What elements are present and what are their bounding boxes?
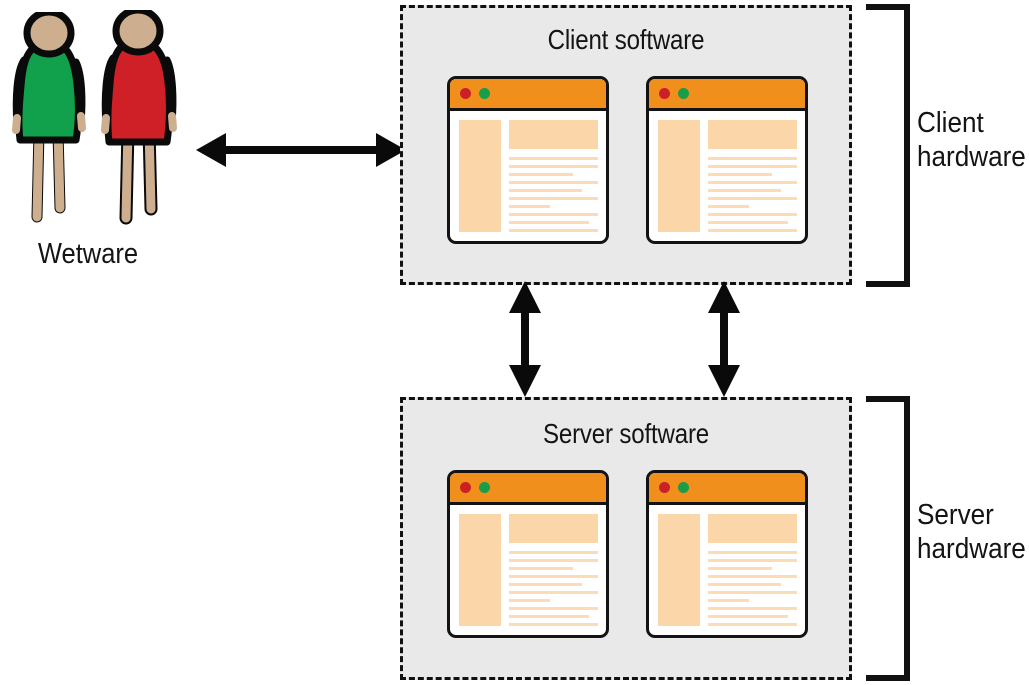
window-body: [450, 505, 606, 635]
window-sidebar-placeholder: [658, 514, 700, 626]
client-hardware-bracket: [866, 4, 910, 287]
window-hero-placeholder: [509, 120, 598, 149]
window-text-line: [708, 614, 789, 619]
window-text-line: [708, 212, 797, 217]
client-to-server-arrow-right: [708, 281, 740, 397]
maximize-dot-icon[interactable]: [678, 482, 689, 493]
window-body: [450, 111, 606, 241]
window-text-line: [509, 196, 598, 201]
window-text-line: [708, 228, 797, 232]
person-green-figure: [12, 12, 86, 223]
window-text-line: [509, 590, 598, 595]
window-text-line: [509, 220, 590, 225]
window-text-line: [509, 180, 598, 185]
window-text-line: [509, 212, 598, 217]
window-titlebar: [649, 79, 805, 111]
window-text-line: [509, 614, 590, 619]
window-text-line: [708, 622, 797, 626]
close-dot-icon[interactable]: [460, 88, 471, 99]
client-to-server-arrow-left: [509, 281, 541, 397]
window-text-line: [708, 566, 773, 571]
close-dot-icon[interactable]: [659, 88, 670, 99]
client-software-box: Client software: [400, 5, 852, 285]
client-window-2[interactable]: [646, 76, 808, 244]
window-text-lines: [708, 156, 797, 232]
wetware-label: Wetware: [37, 238, 139, 270]
server-hardware-label: Server hardware: [917, 499, 1026, 566]
window-text-line: [509, 598, 550, 603]
window-sidebar-placeholder: [459, 120, 501, 232]
maximize-dot-icon[interactable]: [479, 482, 490, 493]
window-sidebar-placeholder: [658, 120, 700, 232]
maximize-dot-icon[interactable]: [479, 88, 490, 99]
window-text-line: [509, 622, 598, 626]
window-text-line: [509, 574, 598, 579]
window-text-line: [708, 558, 797, 563]
client-software-title: Client software: [547, 24, 705, 55]
close-dot-icon[interactable]: [659, 482, 670, 493]
window-text-lines: [509, 156, 598, 232]
window-text-line: [509, 558, 598, 563]
window-text-line: [509, 156, 598, 161]
client-window-1[interactable]: [447, 76, 609, 244]
window-content-placeholder: [708, 514, 797, 626]
window-body: [649, 111, 805, 241]
window-hero-placeholder: [708, 514, 797, 543]
window-text-line: [509, 550, 598, 555]
window-text-lines: [708, 550, 797, 626]
window-text-line: [708, 204, 749, 209]
maximize-dot-icon[interactable]: [678, 88, 689, 99]
window-text-line: [708, 172, 773, 177]
window-text-line: [509, 606, 598, 611]
window-text-line: [509, 566, 574, 571]
window-text-line: [509, 228, 598, 232]
wetware-to-client-arrow: [196, 133, 406, 167]
client-hardware-label: Client hardware: [917, 107, 1026, 174]
window-content-placeholder: [509, 120, 598, 232]
server-window-1[interactable]: [447, 470, 609, 638]
server-hardware-bracket: [866, 396, 910, 681]
window-text-line: [509, 188, 582, 193]
window-text-lines: [509, 550, 598, 626]
window-text-line: [708, 606, 797, 611]
window-text-line: [708, 220, 789, 225]
window-text-line: [509, 172, 574, 177]
window-hero-placeholder: [509, 514, 598, 543]
server-software-title: Server software: [542, 418, 710, 449]
window-text-line: [708, 550, 797, 555]
window-sidebar-placeholder: [459, 514, 501, 626]
window-text-line: [509, 582, 582, 587]
window-hero-placeholder: [708, 120, 797, 149]
person-red-figure: [101, 10, 177, 225]
window-titlebar: [649, 473, 805, 505]
window-text-line: [708, 188, 781, 193]
window-content-placeholder: [509, 514, 598, 626]
window-titlebar: [450, 79, 606, 111]
window-titlebar: [450, 473, 606, 505]
server-window-2[interactable]: [646, 470, 808, 638]
window-content-placeholder: [708, 120, 797, 232]
window-text-line: [708, 164, 797, 169]
window-text-line: [509, 164, 598, 169]
window-text-line: [708, 196, 797, 201]
window-text-line: [509, 204, 550, 209]
window-text-line: [708, 180, 797, 185]
window-text-line: [708, 156, 797, 161]
close-dot-icon[interactable]: [460, 482, 471, 493]
window-text-line: [708, 574, 797, 579]
window-text-line: [708, 582, 781, 587]
window-body: [649, 505, 805, 635]
window-text-line: [708, 598, 749, 603]
window-text-line: [708, 590, 797, 595]
server-software-box: Server software: [400, 397, 852, 680]
